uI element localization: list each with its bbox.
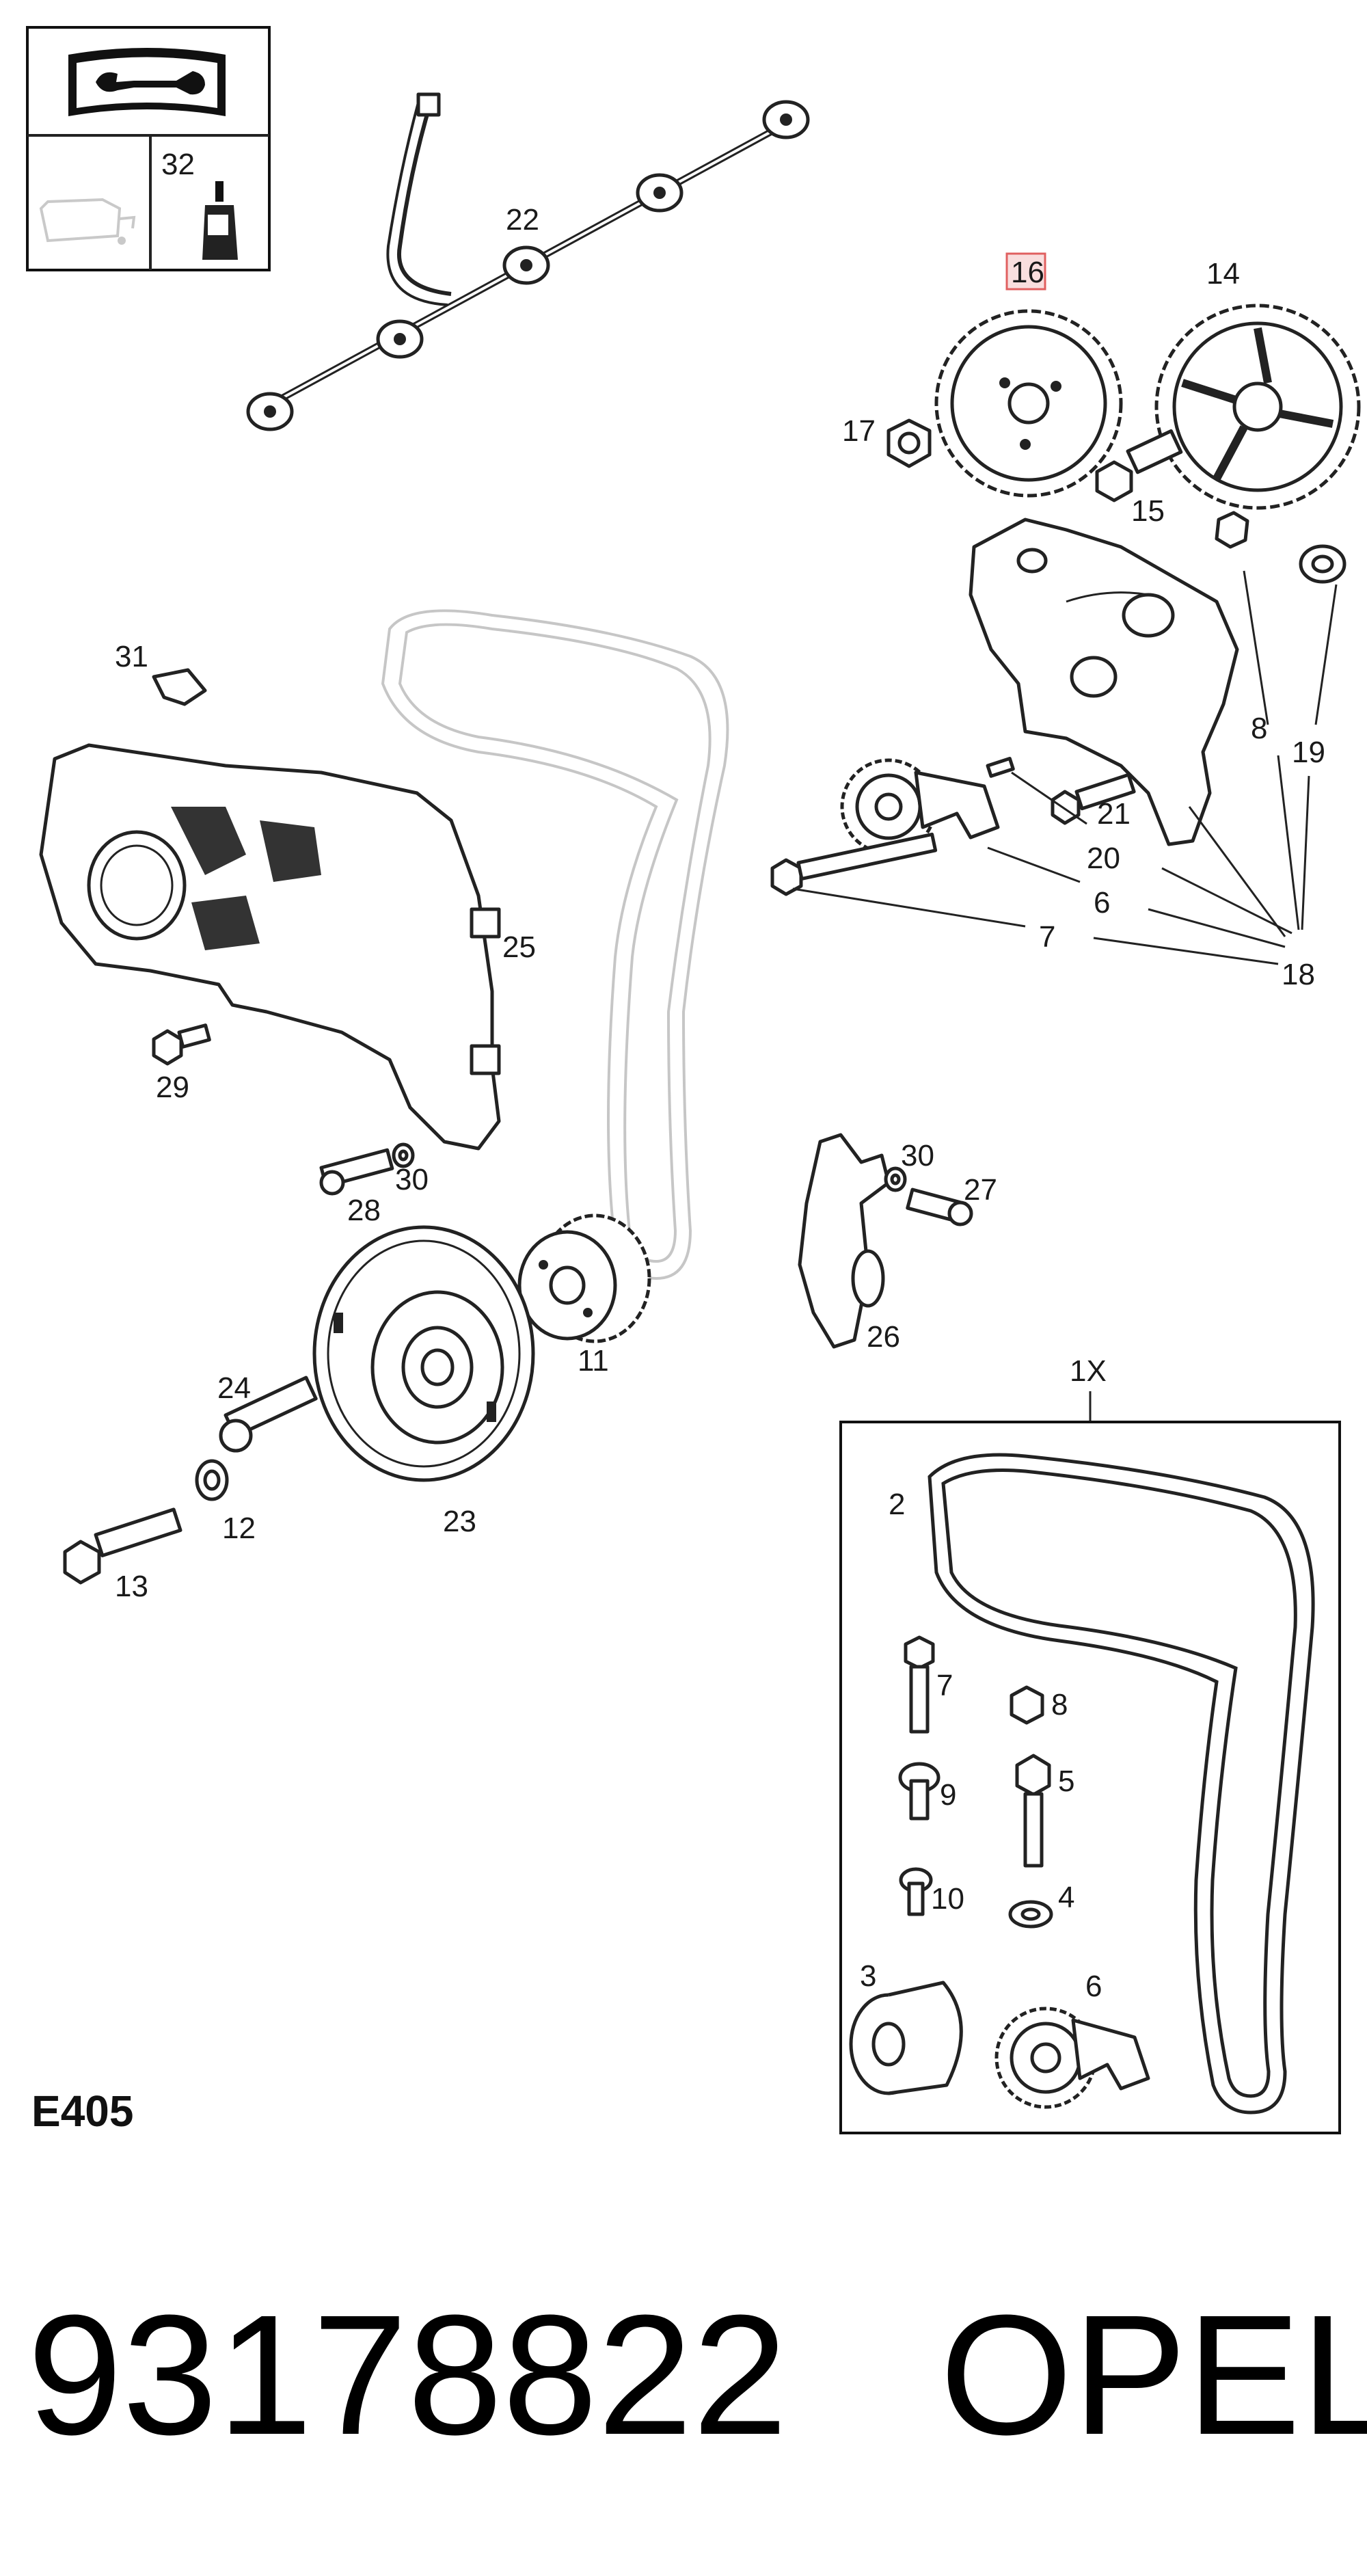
sealant-bottle-icon [202, 181, 238, 260]
kit-callout-9: 9 [940, 1778, 956, 1812]
part-22-injector-rail [246, 92, 810, 431]
part-18-tensioner-bracket [969, 518, 1239, 846]
kit-part-6-tensioner [994, 2007, 1150, 2109]
part-12-washer [195, 1459, 229, 1501]
part-number: 93178822 [27, 2279, 787, 2470]
part-8-nut [1215, 511, 1249, 549]
callout-26: 26 [867, 1320, 900, 1354]
callout-20: 20 [1087, 842, 1120, 875]
part-6-tensioner-pulley [840, 758, 1000, 855]
part-7-long-bolt [770, 832, 938, 896]
callout-18: 18 [1282, 958, 1315, 991]
part-13-bolt [63, 1507, 182, 1585]
part-21-bolt [1051, 773, 1136, 825]
kit-part-3-idler-pulley [849, 1981, 963, 2095]
kit-callout-2: 2 [889, 1488, 905, 1521]
part-27-bolt [906, 1188, 973, 1226]
legend-box: 32 [26, 26, 271, 271]
callout-12: 12 [222, 1512, 256, 1545]
part-11-crankshaft-sprocket [517, 1213, 651, 1343]
callout-17: 17 [842, 414, 876, 448]
kit-callout-5: 5 [1058, 1765, 1074, 1798]
callout-23: 23 [443, 1505, 476, 1538]
callout-6: 6 [1094, 886, 1110, 920]
part-26-bracket [798, 1133, 891, 1349]
part-30-washer-upper [392, 1142, 415, 1168]
part-16-camshaft-sprocket [934, 309, 1123, 498]
callout-32: 32 [161, 148, 195, 181]
callout-27: 27 [964, 1173, 997, 1207]
callout-14: 14 [1206, 257, 1240, 291]
kit-callout-10: 10 [931, 1882, 964, 1916]
callout-29: 29 [156, 1071, 189, 1104]
timing-belt-outline [381, 609, 729, 1280]
part-31-clip [152, 668, 207, 706]
part-14-injection-pump-sprocket [1154, 304, 1361, 510]
callout-1x: 1X [1070, 1354, 1107, 1388]
callout-19: 19 [1292, 736, 1325, 769]
callout-13: 13 [115, 1570, 148, 1603]
part-15-bolt [1095, 429, 1183, 502]
callout-15: 15 [1131, 494, 1165, 528]
part-24-bolt [219, 1376, 318, 1453]
callout-28: 28 [347, 1194, 381, 1227]
part-20-stud [986, 756, 1015, 778]
brand-name: OPEL [940, 2279, 1367, 2470]
kit-callout-4: 4 [1058, 1881, 1074, 1914]
part-30-washer-lower [884, 1166, 907, 1192]
part-28-bolt [319, 1148, 394, 1196]
part-25-timing-cover [39, 743, 501, 1151]
callout-30b: 30 [901, 1139, 934, 1172]
part-29-bolt [152, 1023, 211, 1066]
service-manual-icon [68, 48, 226, 116]
callout-22: 22 [506, 203, 539, 237]
highlight-box-16 [1005, 252, 1046, 291]
engine-oil-icon [39, 198, 136, 245]
part-23-crankshaft-pulley [312, 1225, 535, 1482]
callout-31: 31 [115, 640, 148, 673]
callout-7: 7 [1039, 920, 1055, 954]
callout-16: 16 [1011, 256, 1044, 289]
leader-lines-18 [792, 570, 1338, 965]
part-17-nut [886, 418, 932, 468]
callout-8: 8 [1251, 712, 1267, 745]
kit-callout-8: 8 [1051, 1688, 1068, 1721]
callout-21: 21 [1097, 797, 1131, 831]
kit-callout-6: 6 [1085, 1970, 1102, 2003]
callout-11: 11 [578, 1344, 609, 1378]
kit-box-1x [839, 1421, 1341, 2134]
kit-callout-7: 7 [936, 1669, 953, 1702]
diagram-code: E405 [31, 2087, 133, 2136]
part-19-bushing [1299, 544, 1346, 584]
callout-25: 25 [502, 930, 536, 964]
kit-callout-3: 3 [860, 1959, 876, 1993]
callout-30a: 30 [395, 1163, 429, 1196]
callout-24: 24 [217, 1371, 251, 1405]
